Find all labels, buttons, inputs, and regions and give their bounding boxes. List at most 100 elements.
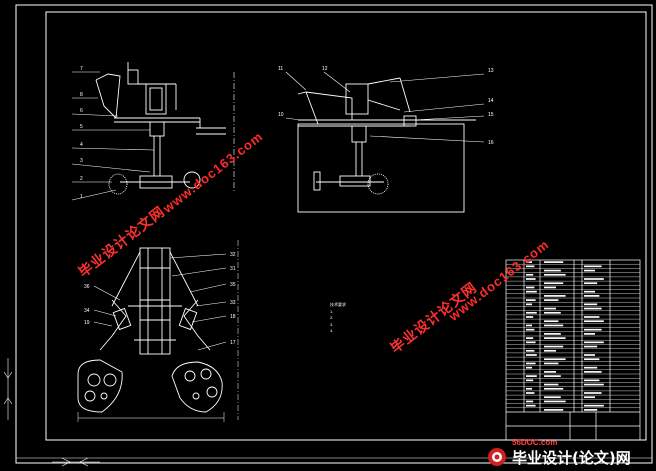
parts-cell-mark: [584, 366, 598, 369]
parts-cell-mark: [544, 307, 556, 310]
parts-cell-mark: [544, 269, 561, 272]
parts-cell-mark: [526, 379, 534, 382]
parts-cell-mark: [544, 333, 561, 335]
parts-cell-mark: [584, 354, 595, 356]
callout-33: 33: [230, 300, 236, 306]
parts-cell-mark: [544, 295, 566, 297]
callout-32: 32: [230, 252, 236, 258]
callout-34: 34: [84, 308, 90, 314]
callout-11: 11: [278, 66, 283, 72]
parts-cell-mark: [584, 409, 598, 411]
parts-cell-mark: [526, 316, 534, 318]
top-leaders: [93, 253, 227, 351]
parts-cell-mark: [544, 345, 564, 348]
callout-6: 6: [80, 108, 83, 114]
parts-cell-mark: [526, 387, 532, 390]
parts-cell-mark: [526, 290, 537, 293]
parts-cell-mark: [526, 265, 535, 268]
parts-cell-mark: [526, 349, 535, 352]
callout-1: 1: [80, 194, 83, 200]
parts-cell-mark: [584, 278, 604, 280]
parts-cell-mark: [544, 362, 559, 365]
parts-cell-mark: [526, 286, 535, 289]
parts-cell-mark: [584, 333, 595, 335]
callout-12: 12: [322, 66, 328, 72]
callout-10: 10: [278, 112, 284, 118]
callout-19: 19: [84, 320, 90, 326]
parts-cell-mark: [544, 371, 556, 373]
parts-cell-mark: [584, 383, 604, 386]
side-view: [297, 77, 476, 213]
parts-cell-mark: [544, 286, 556, 289]
parts-cell-mark: [526, 303, 532, 306]
callout-2: 2: [80, 176, 83, 182]
callout-18: 18: [230, 314, 236, 320]
note-line-1: 1.: [330, 308, 334, 314]
parts-cell-mark: [526, 400, 534, 403]
footer-site-small: 56DOC.com: [512, 438, 558, 447]
parts-cell-mark: [526, 299, 536, 301]
parts-cell-mark: [584, 341, 604, 344]
outer-frame: [15, 4, 653, 464]
parts-cell-mark: [584, 295, 600, 297]
parts-cell-mark: [584, 328, 602, 331]
parts-cell-mark: [584, 404, 604, 407]
parts-list-rows: [506, 264, 640, 408]
parts-cell-mark: [544, 400, 566, 403]
parts-cell-mark: [584, 290, 595, 293]
parts-cell-mark: [526, 311, 537, 314]
parts-cell-mark: [526, 337, 534, 339]
parts-cell-mark: [526, 375, 537, 377]
parts-cell-mark: [544, 324, 564, 327]
parts-cell-mark: [584, 282, 598, 285]
parts-cell-mark: [584, 269, 595, 272]
logo-icon: [488, 448, 506, 466]
callout-13: 13: [488, 68, 494, 74]
parts-cell-mark: [544, 387, 564, 390]
parts-cell-mark: [544, 349, 556, 352]
parts-cell-mark: [584, 358, 600, 361]
front-leaders: [71, 71, 155, 201]
parts-cell-mark: [584, 392, 602, 394]
parts-cell-mark: [526, 354, 537, 356]
side-leaders: [285, 71, 485, 143]
parts-cell-mark: [526, 328, 535, 331]
parts-cell-mark: [544, 396, 561, 399]
callout-31: 31: [230, 266, 236, 272]
parts-cell-mark: [526, 362, 536, 365]
callout-15: 15: [488, 112, 494, 118]
callout-3: 3: [80, 158, 83, 164]
callout-14: 14: [488, 98, 494, 104]
corner-marks: [3, 358, 100, 467]
notes-title: 技术要求: [330, 302, 346, 307]
note-line-2: 2.: [330, 315, 334, 320]
parts-cell-mark: [526, 278, 536, 280]
parts-cell-mark: [544, 282, 564, 285]
parts-cell-mark: [584, 307, 602, 310]
callout-4: 4: [80, 142, 83, 148]
parts-cell-mark: [584, 371, 602, 373]
parts-cell-mark: [584, 316, 600, 318]
callout-16: 16: [488, 140, 494, 146]
parts-cell-mark: [544, 409, 564, 411]
parts-cell-mark: [584, 320, 604, 323]
parts-cell-mark: [544, 320, 559, 323]
parts-cell-mark: [544, 299, 559, 301]
callout-8: 8: [80, 92, 83, 98]
parts-cell-mark: [584, 379, 600, 382]
parts-cell-mark: [544, 273, 566, 276]
parts-list-marks: [526, 261, 604, 411]
front-view: [95, 62, 235, 195]
top-view: [77, 240, 239, 422]
callout-35: 35: [230, 282, 236, 288]
footer-brand: 毕业设计(论文)网: [512, 448, 631, 467]
callout-36: 36: [84, 284, 90, 290]
footer-logo: 56DOC.com 毕业设计(论文)网: [486, 438, 652, 468]
callout-5: 5: [80, 124, 83, 130]
callout-17: 17: [230, 340, 236, 346]
parts-cell-mark: [584, 303, 598, 306]
top-callout-numbers: 32 31 36 35 34 33 19 18 17: [84, 252, 236, 346]
parts-cell-mark: [526, 261, 532, 263]
parts-cell-mark: [544, 311, 561, 314]
